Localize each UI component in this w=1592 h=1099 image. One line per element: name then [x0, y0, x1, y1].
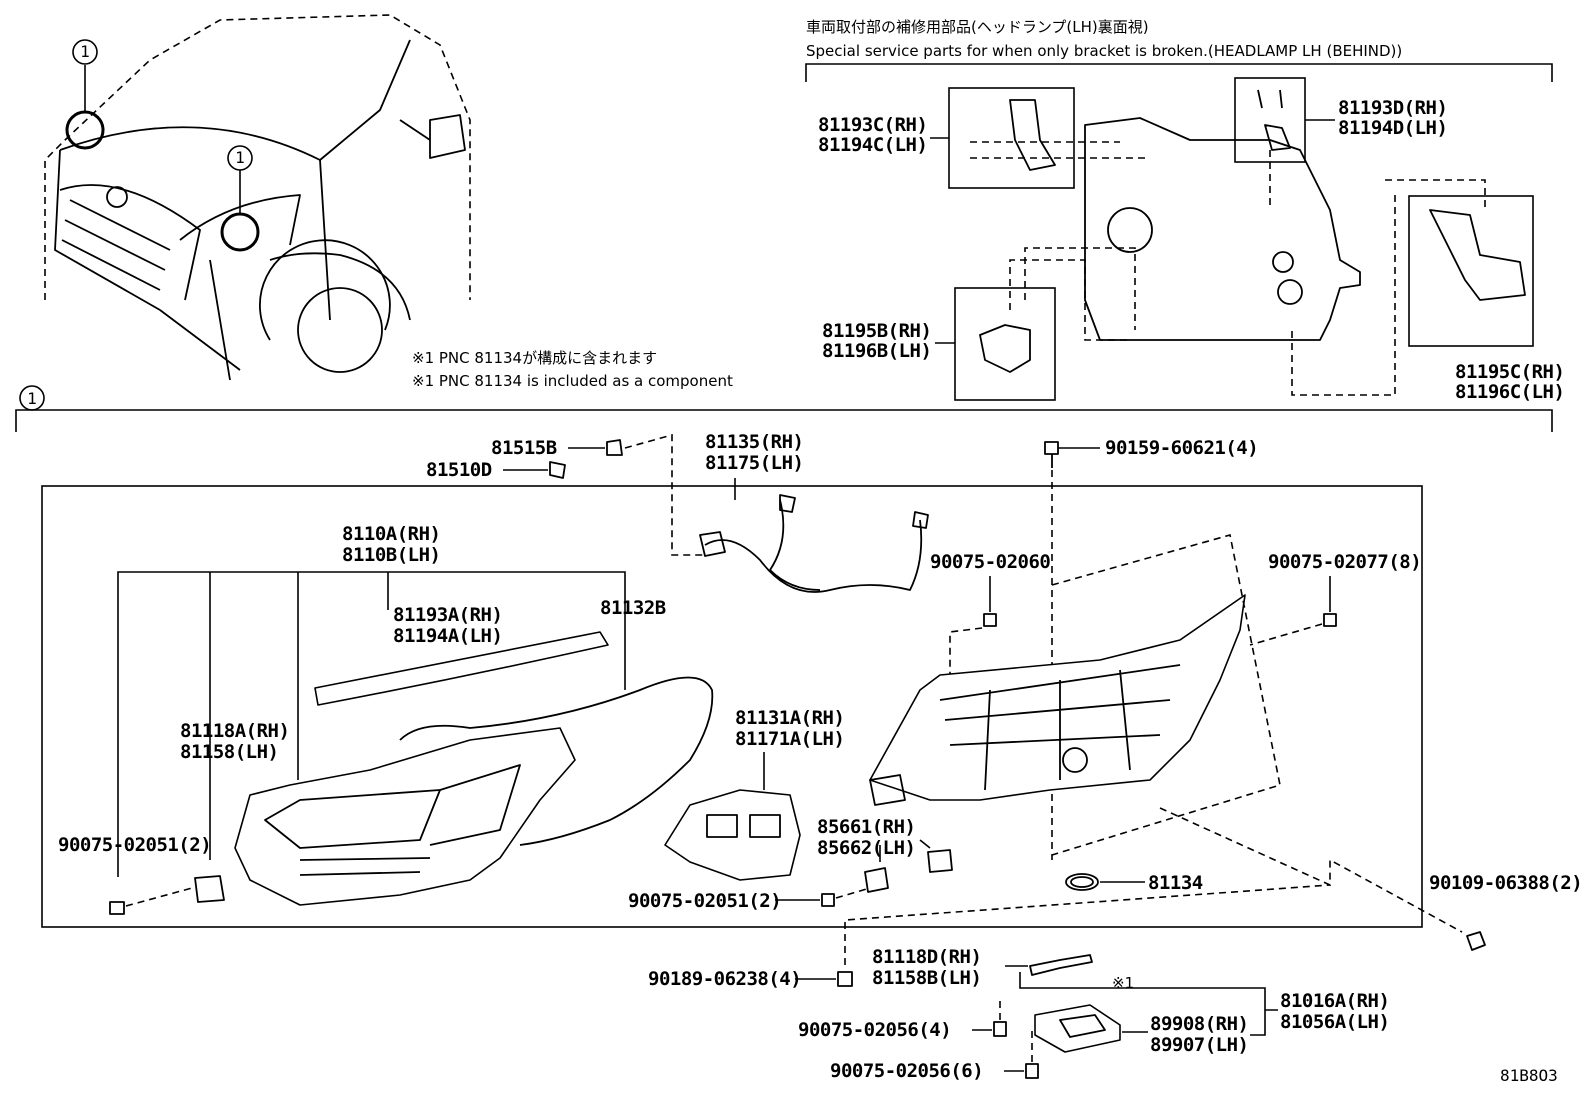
wiring-harness — [704, 499, 923, 593]
label-81131A: 81131A(RH) — [735, 707, 844, 729]
inset-bracket — [805, 63, 1553, 82]
note-en: ※1 PNC 81134 is included as a component — [412, 372, 733, 390]
note-jp: ※1 PNC 81134が構成に含まれます — [412, 349, 657, 367]
label-81193D: 81193D(RH) — [1338, 97, 1447, 119]
label-81194C: 81194C(LH) — [818, 134, 927, 156]
inset-title-en: Special service parts for when only brac… — [806, 42, 1402, 60]
gasket — [399, 676, 714, 846]
projector-unit — [664, 789, 801, 881]
part-box-81193D — [1234, 77, 1306, 163]
headlamp-housing — [869, 594, 1246, 801]
label-85662: 85662(LH) — [817, 837, 915, 859]
section-callout-number: 1 — [27, 389, 37, 408]
label-81158B: 81158B(LH) — [872, 967, 981, 989]
label-81118A: 81118A(RH) — [180, 720, 289, 742]
label-90075-02056-4: 90075-02056(4) — [798, 1019, 951, 1041]
label-90075-02051-center: 90075-02051(2) — [628, 890, 781, 912]
label-81132B: 81132B — [600, 597, 666, 619]
label-89907: 89907(LH) — [1150, 1034, 1248, 1056]
label-90159: 90159-60621(4) — [1105, 437, 1258, 459]
part-box-81195C — [1408, 195, 1534, 347]
label-90075-02056-6: 90075-02056(6) — [830, 1060, 983, 1082]
headlamp-lens-unit — [234, 727, 576, 906]
label-81196C: 81196C(LH) — [1455, 381, 1564, 403]
vehicle-front-view: 1 1 — [44, 14, 471, 381]
bracket-81118D — [1029, 954, 1093, 976]
diagram-code: 81B8O3 — [1500, 1066, 1558, 1085]
callout-1a: 1 — [80, 42, 90, 61]
label-81134: 81134 — [1148, 872, 1203, 894]
inset-title-jp: 車両取付部の補修用部品(ヘッドランプ(LH)裏面視) — [806, 18, 1149, 36]
molding — [314, 631, 609, 706]
headlamp-back-outline — [1084, 117, 1361, 341]
label-90075-02077: 90075-02077(8) — [1268, 551, 1421, 573]
label-8110B: 8110B(LH) — [342, 544, 440, 566]
ecu-module — [1034, 1004, 1121, 1053]
label-89908: 89908(RH) — [1150, 1013, 1248, 1035]
label-81056A: 81056A(LH) — [1280, 1011, 1389, 1033]
label-81196B: 81196B(LH) — [822, 340, 931, 362]
ring-81134 — [1065, 873, 1099, 891]
label-81135: 81135(RH) — [705, 431, 803, 453]
label-81193A: 81193A(RH) — [393, 604, 502, 626]
label-81171A: 81171A(LH) — [735, 728, 844, 750]
label-85661: 85661(RH) — [817, 816, 915, 838]
assembly-frame — [41, 485, 1423, 928]
label-90109: 90109-06388(2) — [1429, 872, 1582, 894]
part-box-81193C — [948, 87, 1075, 189]
callout-1b: 1 — [235, 148, 245, 167]
label-81158: 81158(LH) — [180, 741, 278, 763]
label-81195B: 81195B(RH) — [822, 320, 931, 342]
part-box-81195B — [954, 287, 1056, 401]
section-bracket — [15, 409, 1553, 432]
label-81193C: 81193C(RH) — [818, 114, 927, 136]
label-81195C: 81195C(RH) — [1455, 361, 1564, 383]
label-81194A: 81194A(LH) — [393, 625, 502, 647]
label-90189: 90189-06238(4) — [648, 968, 801, 990]
label-8110A: 8110A(RH) — [342, 523, 440, 545]
label-81515B: 81515B — [491, 437, 557, 459]
label-81194D: 81194D(LH) — [1338, 117, 1447, 139]
label-90075-02060: 90075-02060 — [930, 551, 1050, 573]
label-81016A: 81016A(RH) — [1280, 990, 1389, 1012]
label-90075-02051-left: 90075-02051(2) — [58, 834, 211, 856]
ref-mark-note: ※1 — [1112, 974, 1134, 992]
label-81118D: 81118D(RH) — [872, 946, 981, 968]
label-81510D: 81510D — [426, 459, 492, 481]
label-81175: 81175(LH) — [705, 452, 803, 474]
